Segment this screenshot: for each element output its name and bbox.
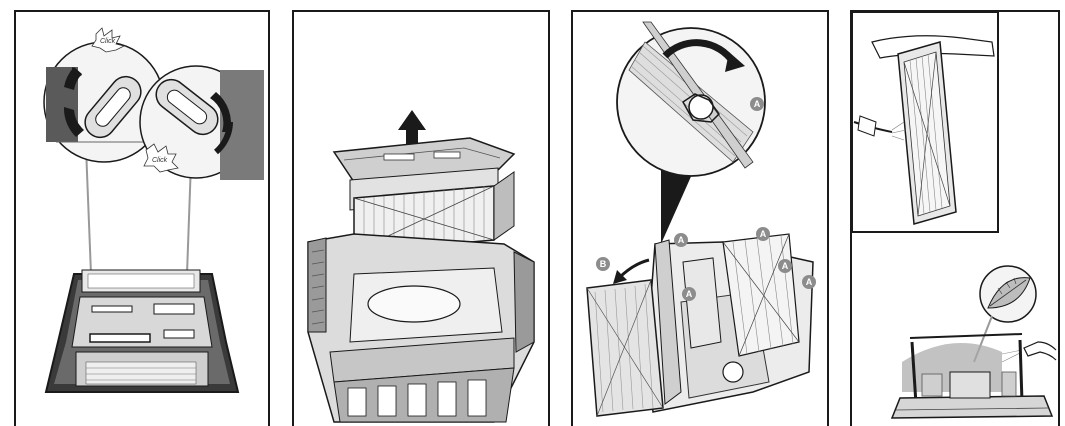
swing-arrow-icon: [617, 258, 650, 280]
filter-open-illustration: A B: [586, 21, 816, 417]
robot-body-top-view: [44, 269, 240, 393]
svg-text:B: B: [600, 259, 607, 269]
magnifier-leaf: [979, 265, 1037, 323]
robot-clips-illustration: Click Click: [43, 27, 264, 393]
step-panel-4-rinse: [850, 10, 1060, 426]
step-panel-2-remove-basket: [292, 10, 550, 426]
badge-a-4: [778, 259, 792, 273]
robot-chassis: [307, 233, 535, 423]
magnifier-left-clip: [43, 41, 165, 163]
svg-text:A: A: [678, 235, 685, 245]
filter-door-swung: [586, 279, 664, 417]
arrow-up-icon: [398, 110, 426, 148]
click-label-top: Click: [100, 38, 116, 45]
magnifier-latch: A: [616, 21, 766, 177]
magnifier-right-clip: [139, 65, 264, 180]
svg-text:A: A: [782, 261, 789, 271]
magnifier-pointer: [661, 162, 693, 244]
click-starburst-bottom: Click: [143, 143, 179, 173]
svg-text:A: A: [760, 229, 767, 239]
svg-text:A: A: [686, 289, 693, 299]
svg-text:A: A: [754, 99, 761, 109]
filter-basket: [332, 137, 516, 253]
filter-basket-frame: [890, 333, 1054, 419]
step-panel-1-clips: Click Click: [14, 10, 270, 426]
svg-text:A: A: [806, 277, 813, 287]
hose-bottom: [1023, 341, 1057, 361]
guide-line-right: [186, 161, 192, 275]
badge-a-3: [682, 287, 696, 301]
step-panel-3-open-filter: A B: [571, 10, 829, 426]
filter-removal-illustration: [307, 110, 535, 423]
badge-a-1: [674, 233, 688, 247]
badge-a-5: [802, 275, 816, 289]
badge-b: [596, 257, 610, 271]
click-starburst-top: Click: [91, 27, 126, 53]
filter-rinse-illustration: [852, 12, 1057, 419]
badge-a-magnifier: [750, 97, 764, 111]
rotate-arrow-icon: [662, 39, 736, 65]
filter-panel-held: [897, 41, 957, 225]
click-label-bottom: Click: [152, 157, 168, 164]
badge-a-2: [756, 227, 770, 241]
